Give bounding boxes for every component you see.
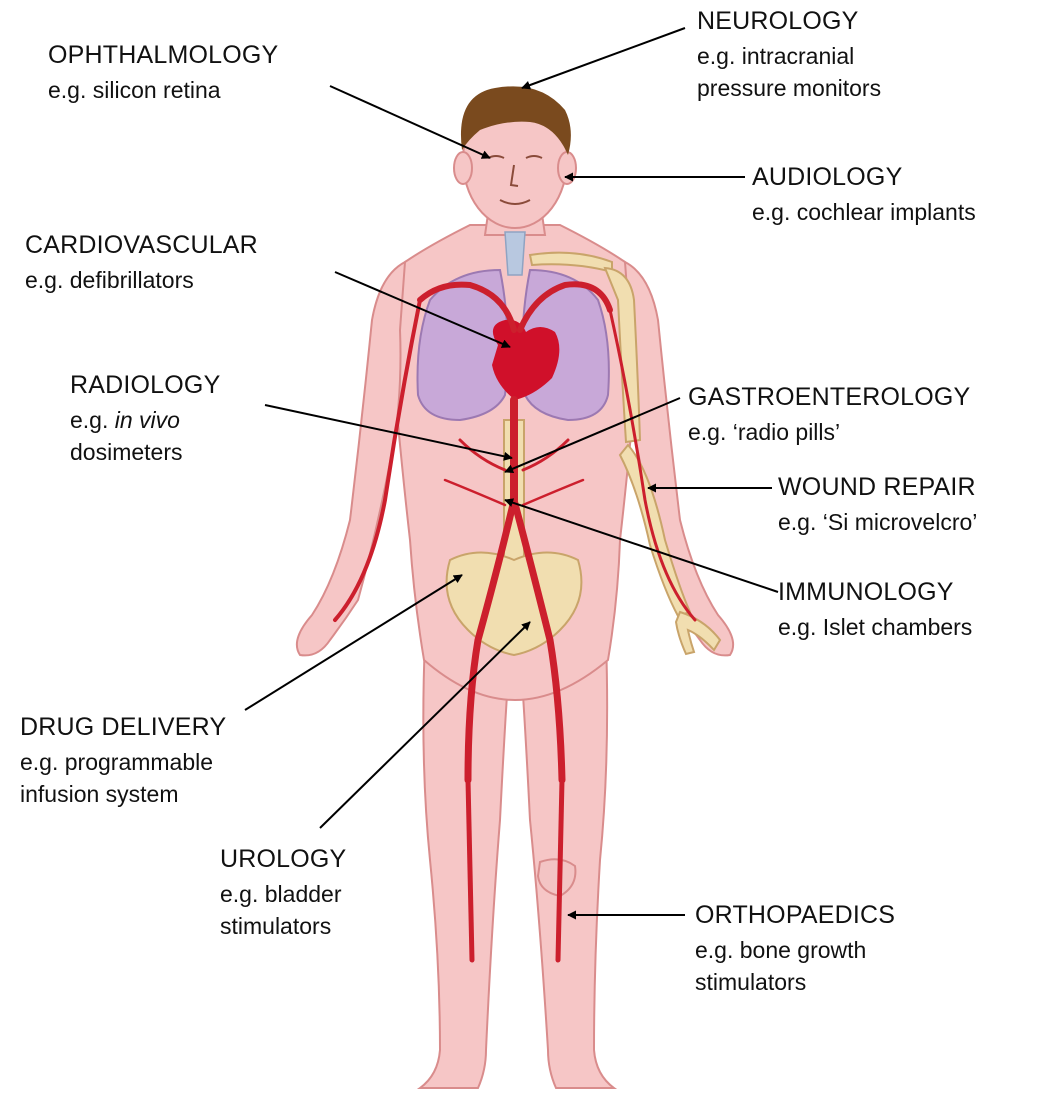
label-gastroenterology-title: GASTROENTEROLOGY [688, 380, 970, 416]
label-orthopaedics: ORTHOPAEDICS e.g. bone growth stimulator… [695, 898, 895, 999]
label-radiology: RADIOLOGY e.g. in vivo dosimeters [70, 368, 220, 469]
label-ophthalmology: OPHTHALMOLOGY e.g. silicon retina [48, 38, 278, 106]
label-wound-repair: WOUND REPAIR e.g. ‘Si microvelcro’ [778, 470, 977, 538]
label-cardiovascular: CARDIOVASCULAR e.g. defibrillators [25, 228, 258, 296]
label-audiology: AUDIOLOGY e.g. cochlear implants [752, 160, 976, 228]
label-immunology-title: IMMUNOLOGY [778, 575, 972, 611]
label-urology-title: UROLOGY [220, 842, 346, 878]
label-orthopaedics-example-line2: stimulators [695, 966, 895, 999]
label-cardiovascular-example: e.g. defibrillators [25, 264, 258, 297]
label-radiology-example-line2: dosimeters [70, 436, 220, 469]
label-immunology-example: e.g. Islet chambers [778, 611, 972, 644]
label-ophthalmology-title: OPHTHALMOLOGY [48, 38, 278, 74]
label-urology: UROLOGY e.g. bladder stimulators [220, 842, 346, 943]
label-orthopaedics-example-line1: e.g. bone growth [695, 934, 895, 967]
left-leg [420, 640, 510, 1088]
label-neurology-title: NEUROLOGY [697, 4, 881, 40]
trachea [505, 232, 525, 275]
label-drug-delivery-title: DRUG DELIVERY [20, 710, 226, 746]
label-drug-delivery-example-line1: e.g. programmable [20, 746, 226, 779]
label-radiology-example-line1: e.g. in vivo [70, 404, 220, 437]
label-gastroenterology: GASTROENTEROLOGY e.g. ‘radio pills’ [688, 380, 970, 448]
label-cardiovascular-title: CARDIOVASCULAR [25, 228, 258, 264]
label-wound-repair-example: e.g. ‘Si microvelcro’ [778, 506, 977, 539]
label-neurology: NEUROLOGY e.g. intracranial pressure mon… [697, 4, 881, 105]
label-drug-delivery: DRUG DELIVERY e.g. programmable infusion… [20, 710, 226, 811]
left-ear [454, 152, 472, 184]
label-urology-example-line1: e.g. bladder [220, 878, 346, 911]
label-neurology-example-line2: pressure monitors [697, 72, 881, 105]
label-drug-delivery-example-line2: infusion system [20, 778, 226, 811]
label-radiology-example-prefix: e.g. [70, 407, 108, 433]
label-audiology-example: e.g. cochlear implants [752, 196, 976, 229]
label-radiology-example-italic: in vivo [115, 407, 180, 433]
label-neurology-example-line1: e.g. intracranial [697, 40, 881, 73]
label-immunology: IMMUNOLOGY e.g. Islet chambers [778, 575, 972, 643]
label-wound-repair-title: WOUND REPAIR [778, 470, 977, 506]
label-radiology-title: RADIOLOGY [70, 368, 220, 404]
neurology-pointer [522, 28, 685, 88]
label-urology-example-line2: stimulators [220, 910, 346, 943]
label-gastroenterology-example: e.g. ‘radio pills’ [688, 416, 970, 449]
label-ophthalmology-example: e.g. silicon retina [48, 74, 278, 107]
label-audiology-title: AUDIOLOGY [752, 160, 976, 196]
right-ear [558, 152, 576, 184]
label-orthopaedics-title: ORTHOPAEDICS [695, 898, 895, 934]
